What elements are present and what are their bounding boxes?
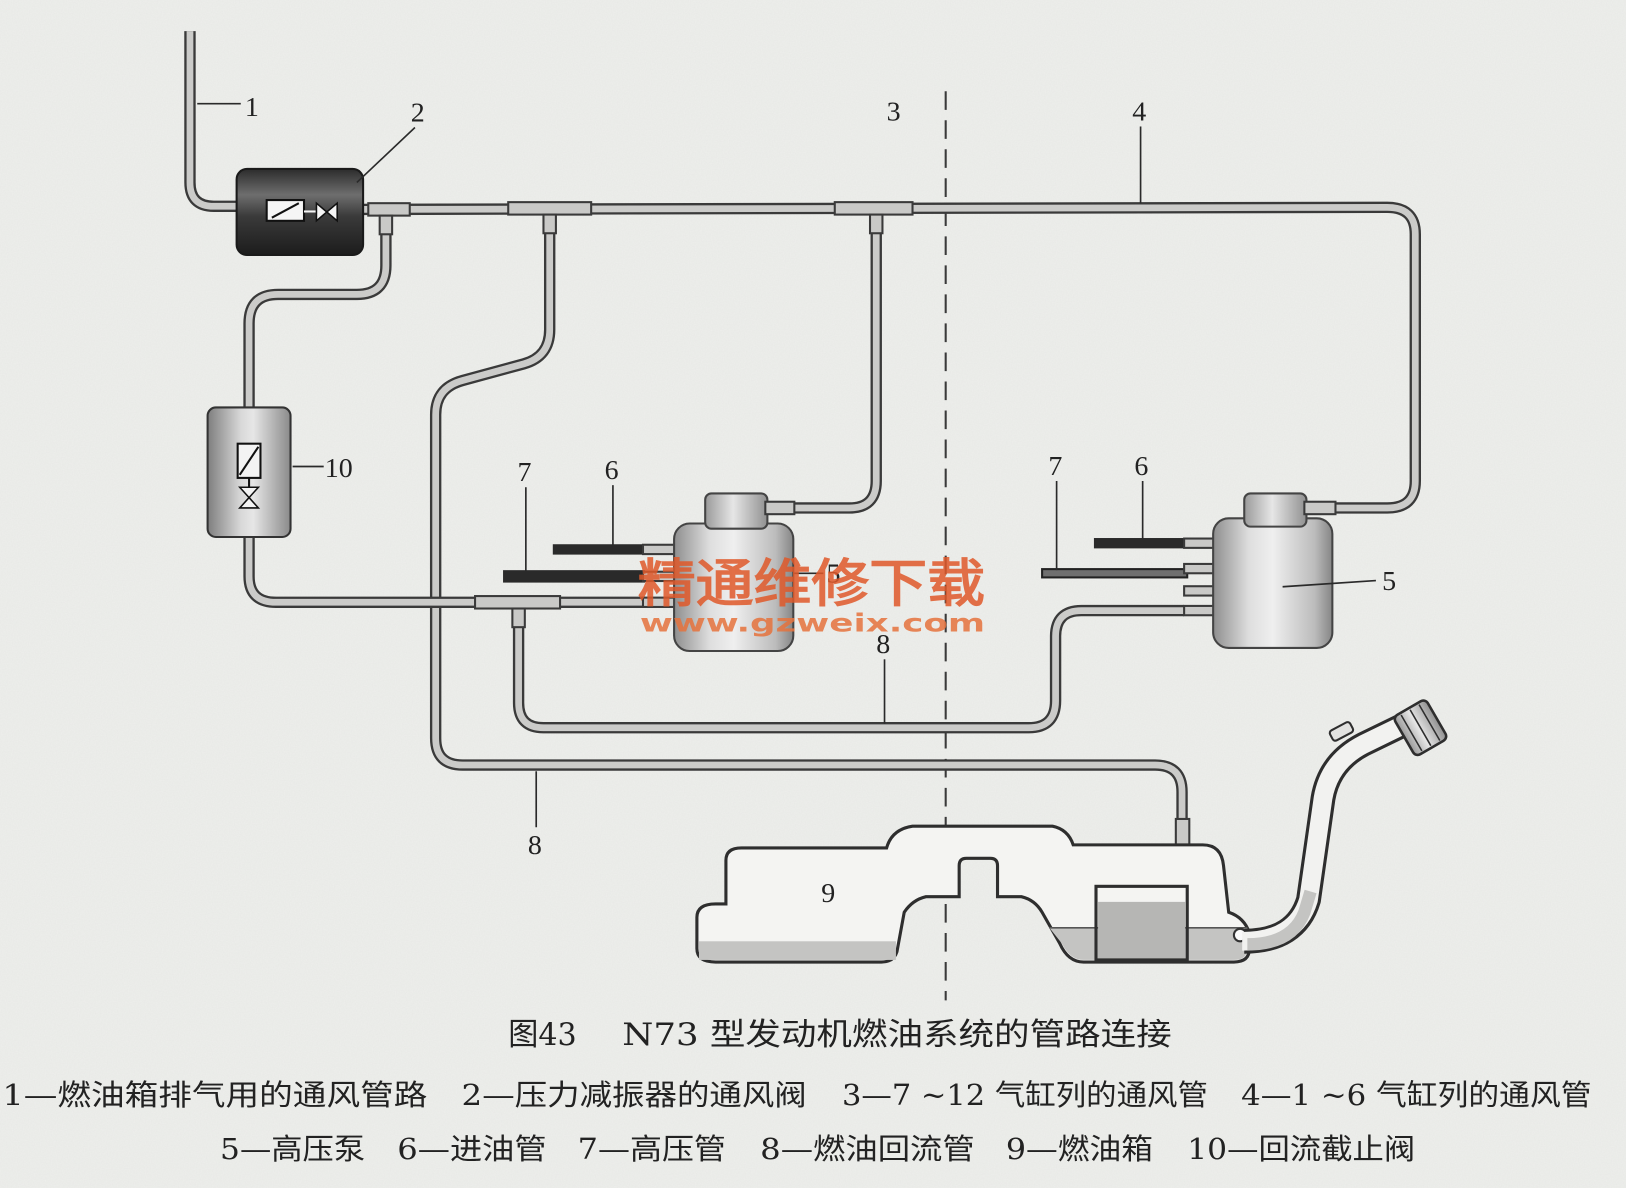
high-pressure-pump-right xyxy=(1041,492,1337,649)
shutoff-to-left-pump-pipe xyxy=(245,534,646,606)
filler-cap xyxy=(1393,699,1448,757)
pump-connector-left-1 xyxy=(641,543,678,556)
legend-item-10: 10—回流截止阀 xyxy=(1187,1132,1415,1166)
high-pressure-pump-left xyxy=(503,492,796,653)
figure-number: 图43 xyxy=(508,1017,576,1053)
t-fitting-lower-stub xyxy=(511,607,526,629)
filler-cap-ridge-3 xyxy=(1418,704,1441,741)
pump-cap-connector-left xyxy=(764,500,796,516)
tank-vent-line xyxy=(186,31,241,210)
pump-cap-right xyxy=(1243,492,1308,528)
callout-5-left: 5 xyxy=(826,559,840,590)
figure-legend: 1—燃油箱排气用的通风管路 2—压力减振器的通风阀 3—7 ~12 气缸列的通风… xyxy=(2,1078,1591,1166)
pump-cap-connector-right xyxy=(1303,500,1337,516)
t-fitting-lower xyxy=(474,595,562,610)
t-fitting-bank-7-12 xyxy=(833,201,914,216)
filler-neck-fuel xyxy=(1247,889,1317,951)
return-shutoff-valve xyxy=(206,406,292,539)
leader-2 xyxy=(356,126,416,184)
swirl-pot xyxy=(1094,884,1189,962)
callouts: 1 2 3 4 10 7 6 5 7 6 5 8 8 9 xyxy=(245,92,1396,909)
callout-5-right: 5 xyxy=(1382,566,1396,597)
t-fitting-return xyxy=(507,201,593,216)
pump-connector-right-4 xyxy=(1183,604,1217,617)
t-fitting-valve-stub xyxy=(378,214,394,236)
watermark-url: www.gzweix.com xyxy=(640,608,985,637)
valve-symbol-left xyxy=(315,201,329,223)
return-pipe-to-tank xyxy=(432,228,1186,826)
inlet-pipe-left xyxy=(552,544,646,555)
legend-item-9: 9—燃油箱 xyxy=(1006,1132,1153,1166)
legend-item-7: 7—高压管 xyxy=(578,1132,726,1166)
valve-to-shutoff-pipe xyxy=(245,230,390,411)
pressure-damper-vent-valve xyxy=(235,167,365,257)
legend-item-3: 3—7 ~12 气缸列的通风管 xyxy=(842,1078,1208,1112)
t-fittings xyxy=(367,201,1191,847)
pump-connector-right-3 xyxy=(1183,585,1217,597)
valve-symbol-right xyxy=(325,201,338,223)
callout-10: 10 xyxy=(325,453,353,484)
legend-item-2: 2—压力减振器的通风阀 xyxy=(462,1078,807,1112)
legend-item-1: 1—燃油箱排气用的通风管路 xyxy=(2,1078,427,1112)
pipes xyxy=(184,31,1421,826)
leader-lines xyxy=(197,102,1376,828)
tank-return-connector xyxy=(1174,817,1191,847)
figure-caption: 图43 N73 型发动机燃油系统的管路连接 xyxy=(508,1017,1171,1053)
high-pressure-pipe-left xyxy=(503,570,646,583)
watermark-name: 精通维修下载 xyxy=(638,554,985,614)
return-pipe-right-pump xyxy=(515,607,1185,732)
callout-7-right: 7 xyxy=(1048,451,1062,482)
bank-1-6-vent-pipe xyxy=(361,203,1419,512)
bank-7-12-vent-pipe xyxy=(769,228,880,512)
callout-6-right: 6 xyxy=(1134,451,1148,482)
shutoff-solenoid-diagonal xyxy=(238,446,260,476)
callout-4: 4 xyxy=(1132,96,1146,127)
shutoff-valve-symbol-top xyxy=(237,486,261,499)
callout-8-middle: 8 xyxy=(876,629,890,660)
legend-item-6: 6—进油管 xyxy=(397,1132,546,1166)
solenoid-diagonal xyxy=(271,202,300,219)
leader-5-right xyxy=(1282,579,1376,588)
callout-1: 1 xyxy=(245,92,259,123)
callout-2: 2 xyxy=(411,97,425,128)
watermark: 精通维修下载 www.gzweix.com xyxy=(638,554,985,637)
high-pressure-pipe-right xyxy=(1041,568,1189,579)
figure-title: N73 型发动机燃油系统的管路连接 xyxy=(622,1017,1171,1053)
t-fitting-bank-7-12-stub xyxy=(868,213,884,235)
callout-6-left: 6 xyxy=(605,455,619,486)
shutoff-valve-symbol-bottom xyxy=(237,496,261,509)
filler-cap-ridge-2 xyxy=(1409,709,1432,747)
legend-item-4: 4—1 ~6 气缸列的通风管 xyxy=(1241,1078,1591,1112)
filler-vent-nub xyxy=(1328,721,1355,742)
swirl-pot-fuel xyxy=(1098,901,1186,959)
callout-7-left: 7 xyxy=(518,457,532,488)
legend-item-8: 8—燃油回流管 xyxy=(760,1132,975,1166)
pump-cap-left xyxy=(704,492,769,530)
fuel-level-left xyxy=(698,941,896,960)
t-fitting-return-stub xyxy=(542,213,557,235)
t-fitting-valve xyxy=(367,202,411,217)
filler-cap-ridge-1 xyxy=(1400,714,1423,752)
inlet-pipe-right xyxy=(1093,538,1188,549)
callout-8-lower: 8 xyxy=(528,830,542,861)
callout-3: 3 xyxy=(887,96,901,127)
pump-connector-right-1 xyxy=(1183,537,1217,549)
fuel-tank xyxy=(695,699,1448,964)
pump-connector-right-2 xyxy=(1183,562,1217,575)
legend-item-5: 5—高压泵 xyxy=(220,1132,365,1166)
pump-body-right xyxy=(1212,517,1334,649)
callout-9: 9 xyxy=(821,878,835,909)
